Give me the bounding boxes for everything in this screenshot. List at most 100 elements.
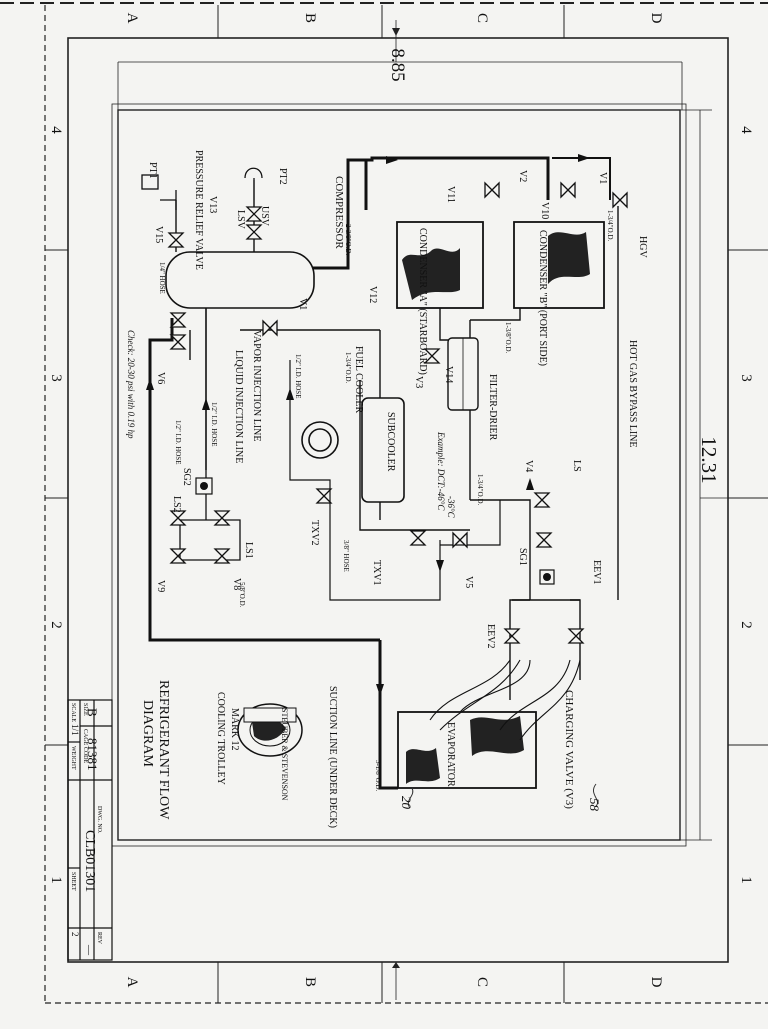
zone-letter-d-top: D	[648, 13, 664, 24]
label-v13: V13	[207, 196, 218, 213]
label-v5: V5	[463, 576, 474, 588]
label-hose-b: 1/2" I.D. HOSE	[294, 354, 302, 398]
label-od-1-3-4b: 1-3/4"O.D.	[344, 352, 352, 383]
flow-arrow	[436, 560, 444, 572]
zone-number-4-right: 4	[738, 126, 754, 134]
flow-arrow	[578, 154, 590, 162]
dimension-height: 8.85	[387, 48, 408, 81]
label-title1: REFRIGERANT FLOW	[156, 680, 171, 820]
label-usv: USV	[259, 206, 270, 227]
label-v6: V6	[155, 372, 166, 384]
flow-arrows	[146, 154, 590, 696]
label-od-1-3-8: 1-3/8"O.D.	[504, 322, 512, 353]
label-v3: V3	[413, 376, 424, 388]
valve-symbol	[612, 191, 628, 209]
sight-glass-sg1	[539, 569, 555, 585]
zone-number-1-left: 1	[48, 876, 64, 884]
valve-symbol	[423, 348, 441, 364]
label-hgv: HGV	[637, 236, 648, 258]
zone-letter-b-top: B	[302, 13, 318, 23]
valve-symbol	[213, 548, 231, 564]
subcooler	[361, 397, 405, 503]
label-v1-top: V1	[597, 172, 608, 184]
label-subtitle2: COOLING TROLLEY	[215, 692, 226, 785]
label-v2: V2	[517, 170, 528, 182]
label-n4: 20	[399, 796, 414, 810]
valve-symbol	[533, 492, 551, 508]
sight-glass-sg2	[195, 477, 213, 495]
label-vapor-injection: VAPOR INJECTION LINE	[251, 330, 262, 441]
cage-value: 81381	[85, 738, 100, 771]
zone-letter-c-top: C	[474, 13, 490, 23]
label-suction-line: SUCTION LINE (UNDER DECK)	[327, 686, 338, 828]
label-compressor: COMPRESSOR	[333, 176, 345, 249]
label-v1: V1	[297, 298, 308, 310]
zone-letter-a-top: A	[124, 13, 140, 24]
label-ls2: LS2	[171, 496, 182, 513]
label-v4: V4	[523, 460, 534, 472]
condenser-b	[513, 221, 605, 309]
label-fuel-cooler: FUEL COOLER	[353, 346, 364, 413]
dwg-value: CLB01301	[82, 830, 97, 892]
label-hose-a: 1/4" HOSE	[158, 262, 166, 294]
flow-arrow	[376, 684, 384, 696]
label-eev2: EEV2	[485, 624, 496, 648]
label-title2: DIAGRAM	[140, 700, 155, 767]
valve-symbol	[452, 531, 468, 549]
rev-value: —	[83, 944, 94, 956]
zone-letter-d-bottom: D	[648, 977, 664, 988]
zone-letter-b-bottom: B	[302, 977, 318, 987]
flow-arrow	[286, 388, 294, 400]
dwg-label: DWG. NO.	[96, 806, 102, 834]
sheet-value: 2	[70, 932, 80, 937]
valve-symbol	[213, 510, 231, 526]
label-n1: Check: 20-30 psi with 0.19 hp	[126, 330, 136, 439]
size-label: SIZE	[82, 703, 88, 716]
label-pressure-relief: PRESSURE RELIEF VALVE	[193, 150, 204, 270]
zone-number-2-left: 2	[48, 621, 64, 629]
rev-label: REV	[96, 932, 102, 945]
label-txv1: TXV1	[371, 560, 382, 586]
valve-symbol	[262, 319, 278, 337]
label-pt2: PT2	[277, 168, 288, 185]
label-od-2-3-8: 2-3/8"O.D.	[344, 224, 352, 255]
condenser-a	[396, 221, 484, 309]
label-hot-gas-bypass: HOT GAS BYPASS LINE	[627, 340, 638, 448]
label-od-3-4: 3-1/8"O.D.	[374, 760, 382, 791]
label-pt1: PT1	[147, 162, 158, 179]
evaporator	[397, 711, 537, 789]
handwriting-scribbles	[407, 783, 598, 809]
label-subcooler: SUBCOOLER	[385, 412, 396, 472]
sheet-label: SHEET	[70, 872, 76, 891]
label-od-1-3-4c: 1-3/4"O.D.	[476, 474, 484, 505]
title-block-text: SIZE B CAGE CODE 81381 DWG. NO. CLB01301…	[70, 703, 102, 956]
label-sg2: SG2	[181, 468, 192, 486]
label-filter-drier: FILTER-DRIER	[487, 374, 498, 441]
valve-symbol	[560, 181, 576, 199]
compressor	[165, 251, 315, 309]
valve-symbol	[503, 628, 521, 644]
pressure-relief-valve	[141, 174, 177, 210]
size-value: B	[85, 708, 100, 717]
flow-arrow	[202, 398, 210, 410]
label-n3: -36°C	[446, 496, 456, 519]
valve-symbol	[169, 334, 187, 350]
fuel-cooler	[301, 421, 339, 459]
valves	[167, 181, 628, 644]
label-n2: Example: DCT:-46°C	[436, 431, 446, 511]
zone-number-4-left: 4	[48, 126, 64, 134]
valve-symbol	[169, 510, 187, 526]
label-hose-c: 1/2" I.D. HOSE	[210, 402, 218, 446]
scale-value: 1/1	[70, 724, 80, 736]
label-v12: V12	[367, 286, 378, 303]
label-condenser-a: CONDENSER "A" (STARBOARD)	[417, 228, 428, 375]
flow-arrow	[526, 478, 534, 490]
label-sg1: SG1	[517, 548, 528, 566]
label-ls: LS	[571, 460, 582, 472]
label-od-5-8: 5/8"O.D.	[238, 582, 246, 608]
valve-symbol	[567, 628, 585, 644]
label-v9: V9	[155, 580, 166, 592]
valve-symbol	[535, 532, 553, 548]
valve-symbol	[245, 206, 263, 222]
